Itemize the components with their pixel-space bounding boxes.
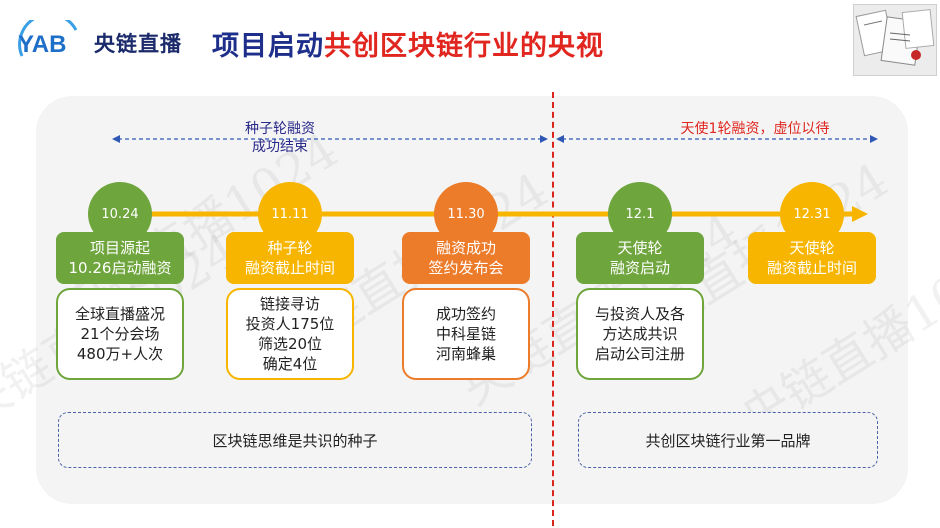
brand-name: 央链直播: [94, 32, 182, 56]
milestone-body: 成功签约 中科星链 河南蜂巢: [402, 288, 530, 380]
body-line: 启动公司注册: [594, 345, 685, 363]
title-part-red: 共创区块链行业的央视: [324, 31, 604, 62]
head-line: 签约发布会: [428, 259, 504, 277]
phase-label-line: 种子轮融资: [245, 121, 315, 137]
head-line: 天使轮: [789, 239, 835, 257]
phase-label-seed: 种子轮融资 成功结束: [200, 120, 360, 156]
body-line: 全球直播盛况: [74, 305, 165, 323]
body-line: 480万+人次: [76, 345, 164, 363]
header: YAB 央链直播 项目启动共创区块链行业的央视: [0, 0, 940, 80]
summary-box-right: 共创区块链行业第一品牌: [578, 412, 878, 468]
milestone-head: 种子轮 融资截止时间: [226, 232, 354, 284]
head-line: 融资成功: [435, 239, 496, 257]
phase-label-angel: 天使1轮融资，虚位以待: [680, 121, 830, 137]
body-line: 21个分会场: [80, 325, 160, 343]
body-line: 中科星链: [435, 325, 496, 343]
phase-label-line: 成功结束: [252, 139, 308, 155]
yab-logo-icon: YAB: [18, 20, 78, 58]
milestone-head: 天使轮 融资启动: [576, 232, 704, 284]
svg-text:YAB: YAB: [18, 31, 66, 58]
head-line: 融资截止时间: [244, 259, 335, 277]
milestone-body: 全球直播盛况 21个分会场 480万+人次: [56, 288, 184, 380]
body-line: 确定4位: [262, 355, 318, 373]
head-line: 项目源起: [89, 239, 150, 257]
body-line: 方达成共识: [602, 325, 678, 343]
arrowhead-icon: [112, 135, 120, 143]
milestone-head: 融资成功 签约发布会: [402, 232, 530, 284]
head-line: 天使轮: [617, 239, 663, 257]
arrowhead-icon: [870, 135, 878, 143]
phase-divider: [552, 92, 554, 526]
milestone-head: 项目源起 10.26启动融资: [56, 232, 184, 284]
body-line: 成功签约: [435, 305, 496, 323]
timeline-arrowhead-icon: [852, 206, 868, 222]
head-line: 融资启动: [609, 259, 670, 277]
head-line: 融资截止时间: [766, 259, 857, 277]
milestone-head: 天使轮 融资截止时间: [748, 232, 876, 284]
page-title: 项目启动共创区块链行业的央视: [212, 24, 604, 63]
arrowhead-icon: [540, 135, 548, 143]
body-line: 河南蜂巢: [435, 345, 496, 363]
decorative-photo: [853, 4, 937, 76]
documents-photo-icon: [854, 5, 936, 75]
head-line: 种子轮: [267, 239, 313, 257]
milestone-body: 链接寻访 投资人175位 筛选20位 确定4位: [226, 288, 354, 380]
milestone-body: 与投资人及各 方达成共识 启动公司注册: [576, 288, 704, 380]
body-line: 投资人175位: [245, 315, 335, 333]
arrowhead-icon: [556, 135, 564, 143]
body-line: 筛选20位: [257, 335, 323, 353]
head-line: 10.26启动融资: [68, 259, 172, 277]
body-line: 链接寻访: [259, 295, 320, 313]
summary-box-left: 区块链思维是共识的种子: [58, 412, 532, 468]
body-line: 与投资人及各: [594, 305, 685, 323]
title-part-dark: 项目启动: [212, 31, 324, 62]
